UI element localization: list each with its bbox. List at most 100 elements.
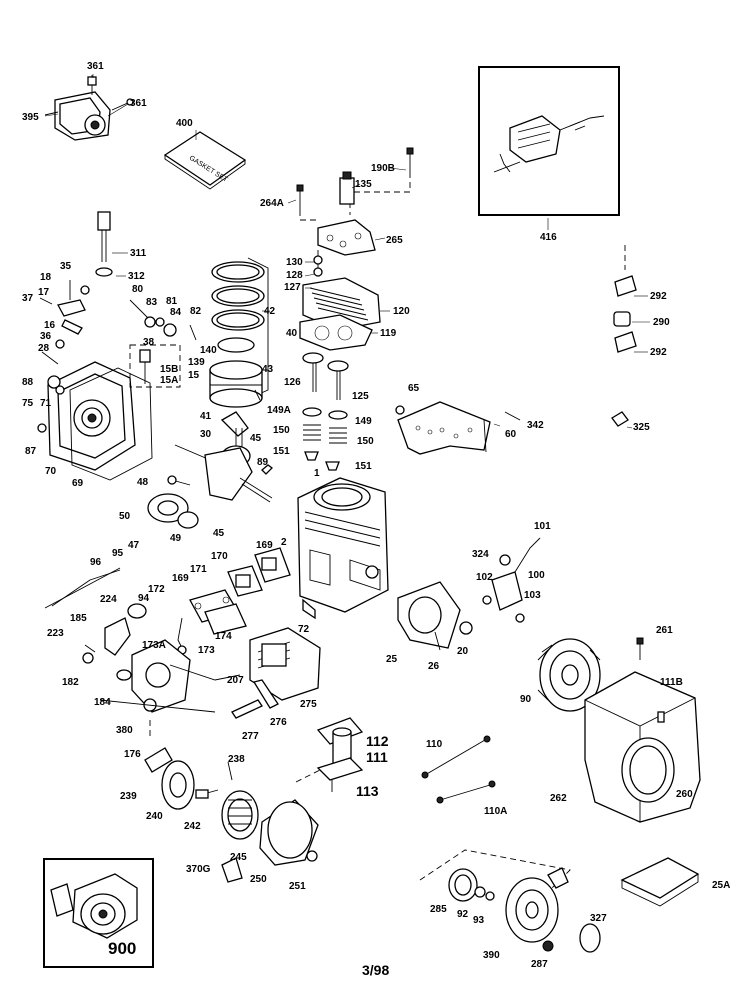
callout-140: 140 [200, 345, 217, 356]
callout-25: 25 [386, 654, 398, 665]
callout-110: 110 [426, 739, 443, 750]
callout-100: 100 [528, 570, 545, 581]
inset-box-416 [478, 66, 620, 216]
callout-95: 95 [112, 548, 124, 559]
callout-264a: 264A [260, 198, 284, 209]
callout-182: 182 [62, 677, 79, 688]
callout-290: 290 [653, 317, 670, 328]
callout-139: 139 [188, 357, 205, 368]
callout-96: 96 [90, 557, 102, 568]
callout-184: 184 [94, 697, 111, 708]
ignition-backplate [397, 537, 541, 651]
callout-38: 38 [143, 337, 155, 348]
crankshaft-assembly [147, 411, 273, 529]
callout-130: 130 [286, 257, 303, 268]
callout-36: 36 [40, 331, 52, 342]
callout-125: 125 [352, 391, 369, 402]
callout-128: 128 [286, 270, 303, 281]
callout-90: 90 [520, 694, 532, 705]
callout-325: 325 [633, 422, 650, 433]
callout-45-bottom: 45 [213, 528, 225, 539]
callout-361-right: 361 [130, 98, 147, 109]
callout-245: 245 [230, 852, 247, 863]
callout-251: 251 [289, 881, 306, 892]
rewind-starter [419, 849, 700, 953]
callout-42: 42 [264, 306, 276, 317]
callout-287: 287 [531, 959, 548, 970]
callout-17: 17 [38, 287, 50, 298]
callout-239: 239 [120, 791, 137, 802]
callout-324: 324 [472, 549, 489, 560]
callout-173a: 173A [142, 640, 166, 651]
callout-169-bottom: 169 [172, 573, 189, 584]
callout-275: 275 [300, 699, 317, 710]
callout-18: 18 [40, 272, 52, 283]
callout-75: 75 [22, 398, 34, 409]
cylinder-baffle [395, 401, 629, 455]
callout-50: 50 [119, 511, 131, 522]
callout-207: 207 [227, 675, 244, 686]
callout-285: 285 [430, 904, 447, 915]
callout-395: 395 [22, 112, 39, 123]
footer-date-code: 3/98 [362, 962, 389, 978]
callout-173: 173 [198, 645, 215, 656]
callout-92: 92 [457, 909, 469, 920]
callout-45-top: 45 [250, 433, 262, 444]
callout-81: 81 [166, 296, 178, 307]
bushing-parts [613, 245, 637, 353]
callout-149: 149 [355, 416, 372, 427]
callout-88: 88 [22, 377, 34, 388]
callout-15b: 15B [160, 364, 179, 375]
callout-261: 261 [656, 625, 673, 636]
callout-70: 70 [45, 466, 57, 477]
callout-94: 94 [138, 593, 150, 604]
callout-16: 16 [44, 320, 56, 331]
callout-292-top: 292 [650, 291, 667, 302]
callout-1: 1 [314, 468, 320, 479]
callout-174: 174 [215, 631, 232, 642]
callout-416: 416 [540, 232, 557, 243]
callout-119: 119 [380, 328, 397, 339]
callout-87: 87 [25, 446, 37, 457]
carburetor-assembly [44, 567, 241, 740]
callout-361-top: 361 [87, 61, 104, 72]
callout-327: 327 [590, 913, 607, 924]
callout-176: 176 [124, 749, 141, 760]
callout-15: 15 [188, 370, 200, 381]
callout-170: 170 [211, 551, 228, 562]
callout-113: 113 [356, 783, 379, 799]
callout-48: 48 [137, 477, 149, 488]
cylinder-head-parts [296, 147, 414, 351]
callout-37: 37 [22, 293, 34, 304]
callout-172: 172 [148, 584, 165, 595]
callout-900: 900 [108, 939, 137, 958]
callout-41: 41 [200, 411, 212, 422]
drive-assembly-395 [44, 75, 134, 141]
callout-26: 26 [428, 661, 440, 672]
callout-40: 40 [286, 328, 298, 339]
callout-126: 126 [284, 377, 301, 388]
callout-47: 47 [128, 540, 140, 551]
callout-43: 43 [262, 364, 274, 375]
callout-102: 102 [476, 572, 493, 583]
callout-312: 312 [128, 271, 145, 282]
callout-49: 49 [170, 533, 182, 544]
callout-69: 69 [72, 478, 84, 489]
inset-box-900 [43, 858, 154, 968]
callout-370g: 370G [186, 864, 211, 875]
callout-35: 35 [60, 261, 72, 272]
callout-83: 83 [146, 297, 158, 308]
callout-111b: 111B [660, 677, 683, 688]
callout-82: 82 [190, 306, 202, 317]
callout-262: 262 [550, 793, 567, 804]
callout-238: 238 [228, 754, 245, 765]
callout-260: 260 [676, 789, 693, 800]
leader-lines [44, 74, 650, 429]
callout-292-bottom: 292 [650, 347, 667, 358]
callout-112: 112 [366, 733, 389, 749]
blower-housing [584, 637, 701, 823]
callout-80: 80 [132, 284, 144, 295]
flywheel [537, 638, 603, 712]
callout-224: 224 [100, 594, 117, 605]
